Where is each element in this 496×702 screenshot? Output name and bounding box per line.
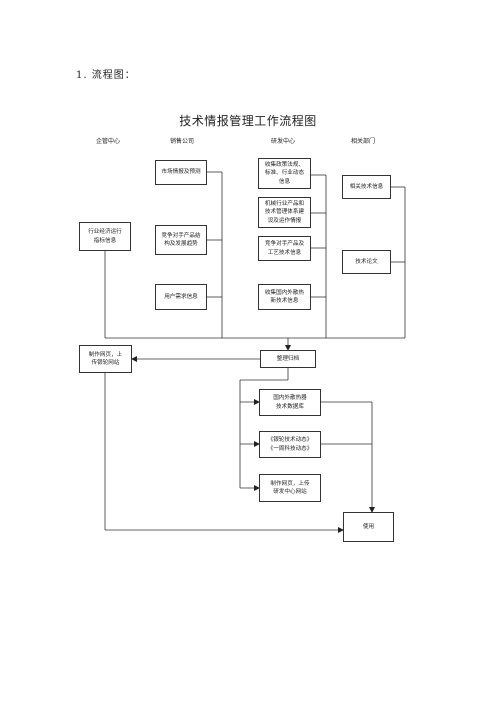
box-user-needs: 用户需求信息 bbox=[155, 284, 207, 310]
box-policy-standards-collection: 收集政策法规、 标准、行业动态 信息 bbox=[258, 158, 311, 189]
box-heat-sink-database: 国内外散热器 技术数据库 bbox=[259, 389, 321, 416]
column-header-rnd: 研发中心 bbox=[270, 138, 296, 145]
box-organize-archive: 整理归档 bbox=[260, 350, 316, 368]
box-tech-newsletters: 《银轮技术动态》 《一周科技动态》 bbox=[259, 431, 321, 458]
section-heading: 1. 流程图： bbox=[76, 70, 136, 81]
box-related-tech-info: 相关技术信息 bbox=[342, 175, 391, 199]
column-header-related-depts: 相关部门 bbox=[350, 138, 376, 145]
box-market-intelligence: 市场情报及预测 bbox=[155, 160, 207, 185]
box-tech-papers: 技术论文 bbox=[342, 250, 391, 274]
box-use: 使用 bbox=[343, 512, 394, 542]
box-machinery-industry-intel: 机械行业产品和 技术管理体系建 设及运作情报 bbox=[258, 197, 311, 228]
box-industry-economic-indicators: 行业经济运行 指标信息 bbox=[79, 222, 131, 251]
box-competitor-process-tech: 竞争对手产品及 工艺技术信息 bbox=[258, 236, 311, 261]
box-heat-dissipation-tech: 收集国内外散热 新技术信息 bbox=[258, 284, 311, 310]
box-publish-rd-website: 制作网页，上传 研发中心网站 bbox=[259, 474, 321, 502]
diagram-title: 技术情报管理工作流程图 bbox=[179, 114, 317, 128]
box-publish-group-website: 制作网页，上 传银轮网站 bbox=[79, 345, 132, 373]
column-header-enterprise-mgmt: 企管中心 bbox=[95, 138, 121, 145]
column-header-sales: 销售公司 bbox=[169, 138, 195, 145]
box-competitor-product-structure: 竞争对手产品结 构及发展趋势 bbox=[155, 225, 207, 255]
